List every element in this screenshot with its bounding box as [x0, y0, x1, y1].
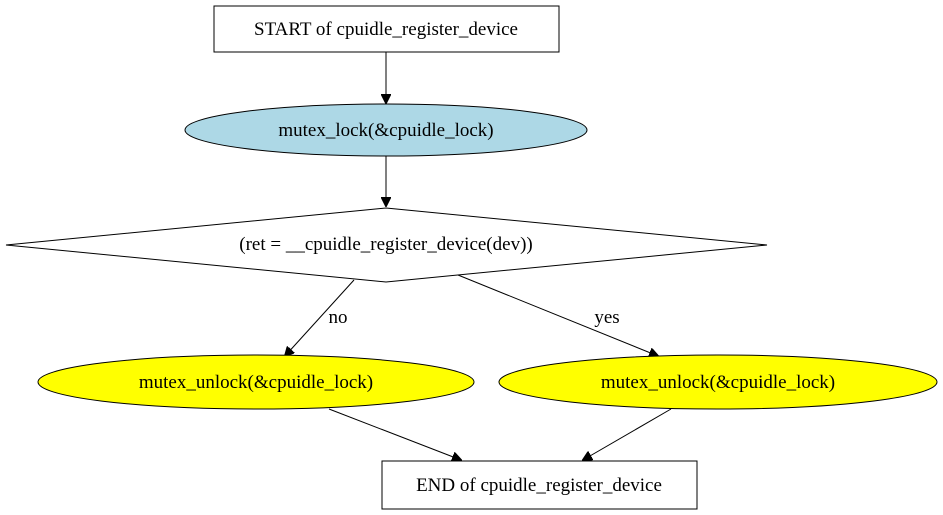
decision-label: (ret = __cpuidle_register_device(dev))	[239, 234, 532, 255]
end-box	[381, 460, 698, 510]
mutex-unlock-yes-label: mutex_unlock(&cpuidle_lock)	[601, 372, 835, 393]
edges: no yes	[285, 52, 672, 460]
edge-unlock-yes-to-end	[583, 408, 672, 460]
edge-unlock-no-to-end	[328, 408, 461, 460]
edge-label-no: no	[329, 307, 348, 328]
node-mutex-unlock-no: mutex_unlock(&cpuidle_lock)	[37, 354, 475, 410]
node-mutex-unlock-yes: mutex_unlock(&cpuidle_lock)	[498, 354, 938, 410]
node-decision: (ret = __cpuidle_register_device(dev))	[5, 207, 768, 283]
mutex-lock-label: mutex_lock(&cpuidle_lock)	[278, 120, 493, 141]
decision-diamond	[5, 207, 768, 283]
node-mutex-lock: mutex_lock(&cpuidle_lock)	[184, 103, 588, 157]
node-start: START of cpuidle_register_device	[213, 5, 560, 53]
node-end: END of cpuidle_register_device	[381, 460, 698, 510]
edge-label-yes: yes	[594, 307, 619, 328]
end-label: END of cpuidle_register_device	[416, 475, 662, 496]
start-label: START of cpuidle_register_device	[254, 19, 518, 40]
start-box	[213, 5, 560, 53]
mutex-unlock-no-ellipse	[37, 354, 475, 410]
mutex-unlock-yes-ellipse	[498, 354, 938, 410]
edge-decision-no	[285, 279, 355, 356]
edge-decision-yes	[457, 274, 658, 356]
mutex-unlock-no-label: mutex_unlock(&cpuidle_lock)	[139, 372, 373, 393]
mutex-lock-ellipse	[184, 103, 588, 157]
